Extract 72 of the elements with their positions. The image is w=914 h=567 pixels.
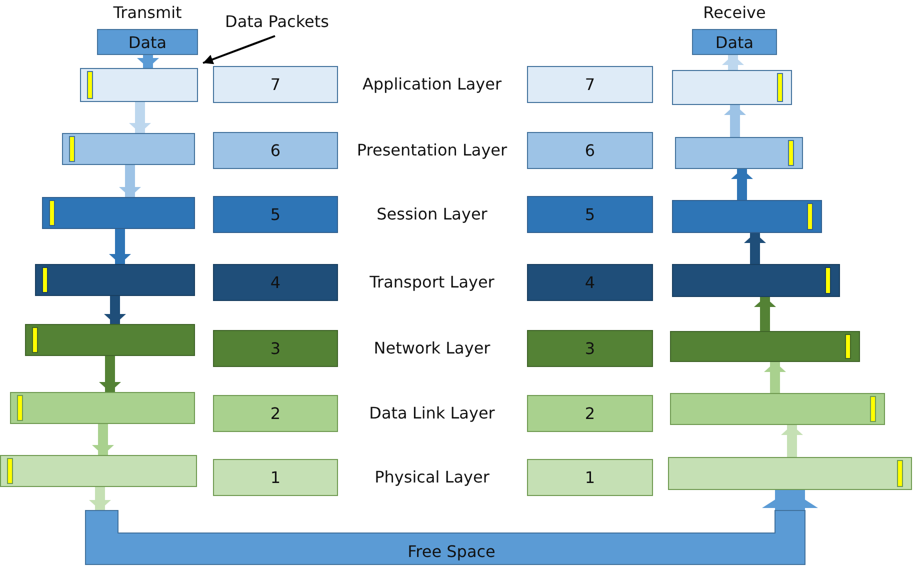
node-text: 1: [270, 468, 281, 487]
layer-number-box: [527, 330, 653, 367]
callout-label: Data Packets: [218, 10, 336, 32]
arrow: [92, 424, 114, 455]
node-text: 2: [270, 404, 281, 423]
layer-number-box: [213, 330, 338, 367]
arrow: [99, 356, 121, 392]
layer-number-box: [527, 459, 653, 496]
layer-name: Transport Layer: [370, 272, 494, 292]
packet-bar: [672, 200, 822, 233]
node-text: 3: [270, 339, 281, 358]
layer-name: Data Link Layer: [369, 404, 495, 422]
node-text: 4: [270, 273, 281, 292]
layer-number-box: [213, 459, 338, 496]
layer-name: Physical Layer: [374, 468, 490, 486]
node-text: 7: [270, 75, 281, 94]
layer-number-box: [527, 264, 653, 301]
arrow: [744, 233, 766, 264]
packet-bar: [672, 264, 840, 297]
node-text: 6: [270, 141, 281, 160]
node-text: 7: [584, 75, 596, 94]
arrow: [129, 102, 151, 133]
packet-bar: [25, 324, 195, 356]
arrow: [764, 362, 786, 393]
layer-name: Session Layer: [376, 204, 488, 224]
layer-number-box: [213, 66, 338, 103]
packet-bar: [80, 68, 198, 102]
packet-bar: [62, 133, 195, 165]
packet-bar: [0, 455, 197, 487]
arrow: [104, 296, 126, 324]
heading-label: Receive: [703, 3, 766, 22]
leader-line: [202, 35, 276, 64]
layer-name: Presentation Layer: [356, 140, 508, 160]
layer-name: Network Layer: [374, 338, 490, 358]
node-text: 5: [270, 205, 281, 224]
node-text: 4: [584, 273, 596, 292]
node-text: 5: [584, 205, 596, 224]
arrow: [724, 105, 746, 137]
arrow: [137, 55, 159, 68]
layer-number-box: [213, 264, 338, 301]
packet-bar: [35, 264, 195, 296]
packet-bar: [670, 393, 885, 425]
packet-bar: [668, 457, 912, 490]
node-text: 2: [584, 404, 596, 423]
node-text: Data: [715, 32, 754, 52]
arrow: [722, 55, 744, 70]
node-text: Free Space: [408, 542, 496, 561]
arrow: [762, 490, 818, 510]
packet-bar: [675, 137, 803, 169]
node-text: 6: [584, 141, 596, 160]
layer-number-box: [527, 395, 653, 432]
arrow: [781, 425, 803, 457]
packet-bar: [10, 392, 195, 424]
layer-number-box: [213, 132, 338, 169]
arrow: [109, 229, 131, 264]
layer-number-box: [527, 132, 653, 169]
layer-number-box: [527, 66, 653, 103]
arrow: [119, 165, 141, 197]
layer-number-box: [213, 196, 338, 233]
packet-bar: [42, 197, 195, 229]
packet-bar: [672, 70, 792, 105]
layer-number-box: [527, 196, 653, 233]
heading-label: Transmit: [113, 3, 182, 22]
arrow: [731, 169, 753, 200]
layer-number-box: [213, 395, 338, 432]
packet-bar: [670, 331, 860, 362]
node-text: 1: [584, 468, 596, 487]
arrow: [754, 297, 776, 331]
node-text: Data: [128, 32, 167, 52]
arrow: [89, 487, 111, 510]
layer-name: Application Layer: [362, 74, 502, 94]
node-text: 3: [584, 339, 596, 358]
